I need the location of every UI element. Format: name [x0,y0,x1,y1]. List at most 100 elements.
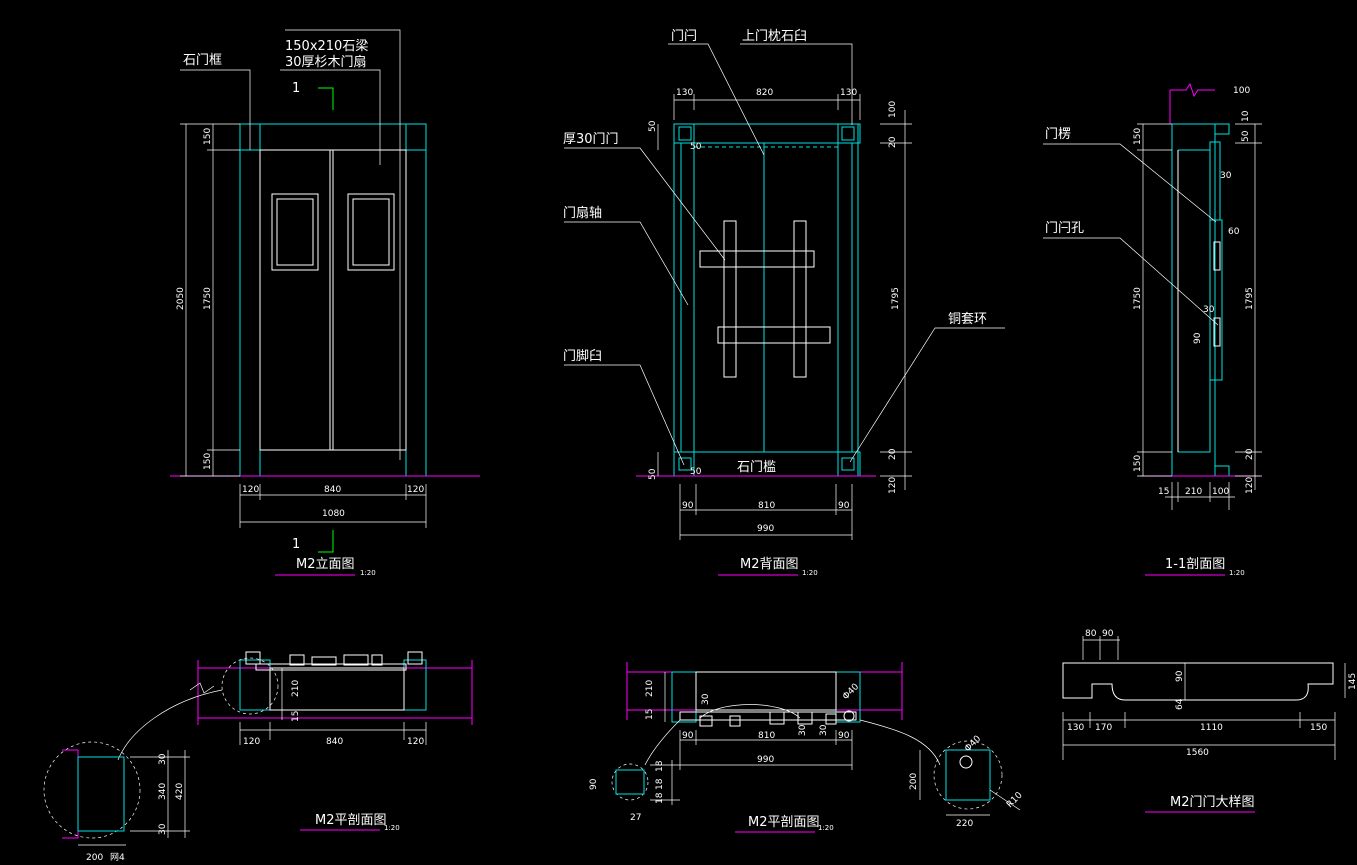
back-dim-r-20b: 20 [888,448,898,460]
plan1-detail-30: 30 [158,753,168,765]
sect-dim-90: 90 [1193,332,1203,344]
back-view [564,43,1005,576]
plan1-dim-210: 210 [291,680,301,697]
back-dim-50b: 50 [690,467,702,477]
plan1-dim-left: 120 [243,737,260,747]
plan1-detail-200: 200 [86,853,103,863]
elev-section-no-top: 1 [292,81,300,96]
back-dim-r-bot: 120 [888,477,898,494]
plan2-det-200: 200 [909,773,919,790]
sect-dim-l-150b: 150 [1133,455,1143,472]
sill-detail [1062,636,1346,813]
elev-dim-left: 120 [242,485,259,495]
sect-dim-b-15: 15 [1158,487,1169,497]
back-dim-50a: 50 [690,142,702,152]
sect-dim-50: 50 [1241,130,1251,142]
plan2-dim-r: 90 [838,731,850,741]
plan-section-2 [611,662,1021,833]
sect-dim-10: 10 [1241,110,1251,122]
plan2-scale: 1:20 [818,824,834,832]
sill-dim-80: 80 [1085,629,1097,639]
sect-dim-b-210: 210 [1185,487,1202,497]
sill-dim-170: 170 [1095,723,1112,733]
sill-dim-90b: 90 [1175,670,1185,682]
elevation-view [170,29,480,576]
plan2-det-90: 90 [589,778,599,790]
back-dim-top-c: 820 [756,88,773,98]
plan2-dim-30a: 30 [701,693,711,705]
sect-label-bolt-hole: 门闩孔 [1045,221,1084,236]
sect-title: 1-1剖面图 [1165,557,1225,572]
sect-dim-b-100: 100 [1212,487,1229,497]
sect-dim-l-150a: 150 [1133,128,1143,145]
elev-section-no-bottom: 1 [292,537,300,552]
sill-dim-145: 145 [1348,673,1357,690]
plan-section-1 [43,651,473,846]
elev-dim-total-h: 2050 [176,287,186,310]
back-label-bottom-socket: 门脚臼 [563,348,602,364]
plan1-detail-340: 340 [158,783,168,800]
plan2-title: M2平剖面图 [748,815,820,830]
plan2-det-18c: 18 [655,792,665,804]
plan2-dim-l: 90 [682,731,694,741]
plan2-dim-30c: 30 [819,724,829,736]
elev-label-stone-lintel: 150x210石梁 [285,39,368,54]
plan2-dim-total: 990 [757,755,774,765]
plan2-det-18b: 18 [655,778,665,790]
sill-dim-1560: 1560 [1186,748,1209,758]
back-dim-top-r: 130 [840,88,857,98]
plan1-detail-30b: 30 [158,823,168,835]
sect-dim-l-1750: 1750 [1133,287,1143,310]
sill-dim-90: 90 [1102,629,1114,639]
plan2-dim-210: 210 [645,680,655,697]
back-label-leaf: 厚30门门 [563,132,619,147]
back-label-top-hinge: 上门枕石臼 [742,29,807,44]
sect-dim-r-120: 120 [1245,477,1255,494]
back-label-ring: 铜套环 [948,311,987,327]
back-dim-l-50b: 50 [648,468,658,480]
back-dim-top-l: 130 [676,88,693,98]
back-dim-r-20a: 20 [888,136,898,148]
sect-dim-r-20: 20 [1245,448,1255,460]
sect-dim-30a: 30 [1220,171,1232,181]
back-dim-bot-r: 90 [838,501,850,511]
elev-dim-center: 840 [324,485,341,495]
back-dim-bot-total: 990 [757,524,774,534]
elev-dim-right: 120 [407,485,424,495]
plan1-detail-note: 网4 [110,852,125,863]
back-dim-bot-l: 90 [682,501,694,511]
sill-dim-64: 64 [1175,698,1185,710]
sill-dim-130: 130 [1067,723,1084,733]
plan2-dim-15: 15 [645,709,655,720]
plan2-dim-c: 810 [758,731,775,741]
plan1-dim-center: 840 [326,737,343,747]
back-dim-l-50a: 50 [648,120,658,132]
sill-dim-1110: 1110 [1200,723,1223,733]
back-label-door-bolt: 门闩 [671,29,697,44]
back-dim-bot-c: 810 [758,501,775,511]
plan2-dim-phi: Φ40 [841,682,861,702]
plan1-dim-right: 120 [407,737,424,747]
back-label-pivot: 门扇轴 [563,205,602,221]
elev-dim-total-w: 1080 [322,509,345,519]
back-dim-r-top: 100 [888,101,898,118]
plan2-dim-30b: 30 [798,724,808,736]
sect-dim-top: 100 [1233,86,1250,96]
elev-dim-bot: 150 [203,453,213,470]
plan1-detail-420: 420 [175,783,185,800]
section-view [1043,82,1262,576]
plan2-det-27: 27 [630,813,641,823]
sect-dim-60: 60 [1228,227,1240,237]
elev-scale: 1:20 [360,569,376,577]
back-label-sill: 石门槛 [737,460,776,475]
back-dim-r-mid: 1795 [891,287,901,310]
plan2-det-r: R10 [1005,790,1025,810]
elev-dim-top: 150 [203,128,213,145]
sill-title: M2门门大样图 [1170,795,1255,810]
plan2-det-phi: Φ40 [963,734,983,754]
sect-dim-30b: 30 [1203,305,1215,315]
elev-dim-mid: 1750 [203,287,213,310]
plan2-det-18a: 18 [655,760,665,772]
elev-title: M2立面图 [296,557,355,572]
